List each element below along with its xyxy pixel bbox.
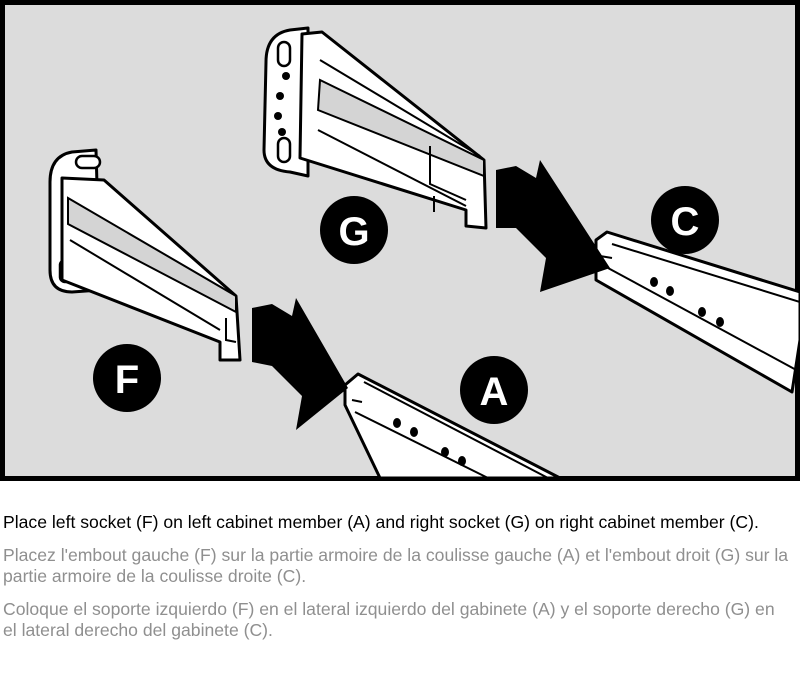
instruction-spanish: Coloque el soporte izquierdo (F) en el l… xyxy=(3,599,775,640)
svg-text:C: C xyxy=(671,200,700,244)
socket-left xyxy=(48,148,242,362)
callout-c: C xyxy=(651,186,719,254)
svg-text:F: F xyxy=(115,358,139,402)
cabinet-member-right xyxy=(594,230,800,394)
socket-right xyxy=(262,26,488,230)
cabinet-member-left xyxy=(343,372,562,480)
instruction-english: Place left socket (F) on left cabinet me… xyxy=(3,512,759,532)
callout-g: G xyxy=(320,196,388,264)
assembly-illustration: G C F A xyxy=(0,0,800,481)
instruction-captions: Place left socket (F) on left cabinet me… xyxy=(3,512,793,653)
arrow-right-socket xyxy=(496,160,610,292)
callout-a: A xyxy=(460,356,528,424)
svg-text:A: A xyxy=(480,370,509,414)
svg-text:G: G xyxy=(338,210,369,254)
instruction-french: Placez l'embout gauche (F) sur la partie… xyxy=(3,545,789,586)
arrow-left-socket xyxy=(252,298,348,430)
callout-f: F xyxy=(93,344,161,412)
